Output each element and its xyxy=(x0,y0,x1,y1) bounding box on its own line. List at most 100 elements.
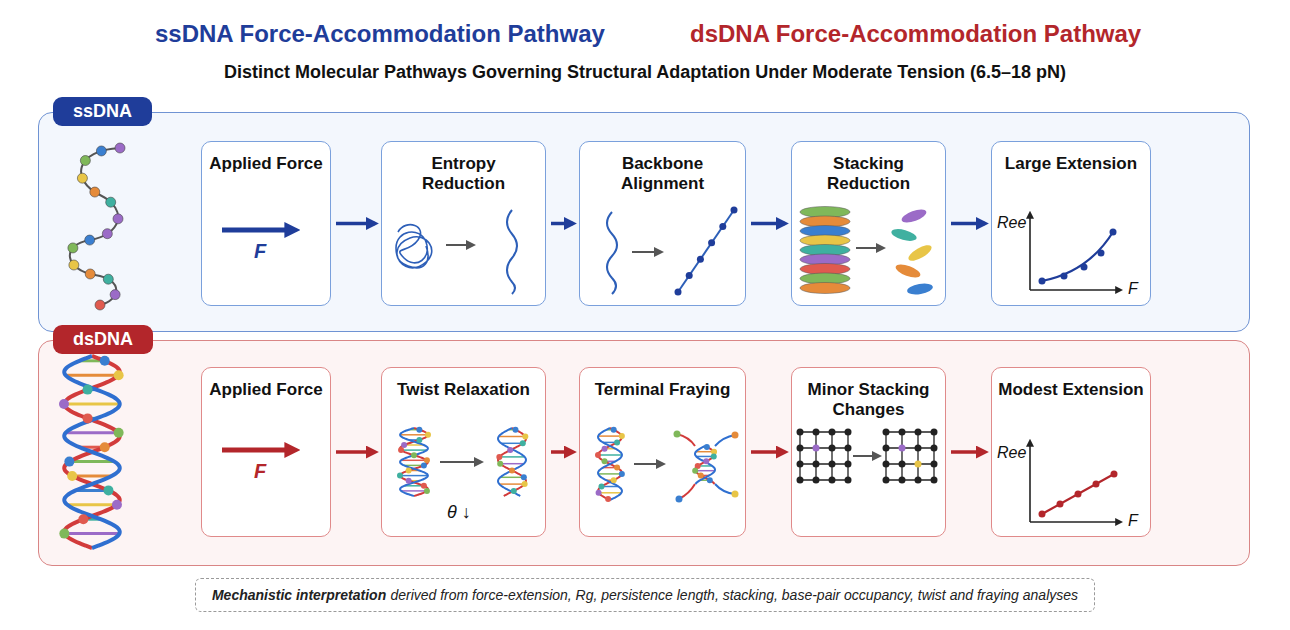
interpretation-note: Mechanistic interpretationderived from f… xyxy=(195,578,1095,612)
ssdna-strand xyxy=(102,229,112,239)
twist-figure xyxy=(499,456,524,458)
flow-arrow xyxy=(336,450,375,454)
backbone-alignment-figure xyxy=(607,207,738,296)
ssdna-strand xyxy=(68,143,125,310)
stacking-grid xyxy=(797,445,804,452)
extension-plot xyxy=(1061,273,1068,280)
twist-figure xyxy=(416,427,422,433)
fraying-figure xyxy=(598,473,622,475)
fraying-figure xyxy=(619,471,625,477)
dsdna-helix xyxy=(59,529,69,539)
twist-figure xyxy=(424,457,430,463)
stacking-grid xyxy=(797,477,804,484)
box-title: Applied Force xyxy=(208,380,324,400)
ssdna-strand xyxy=(70,148,120,305)
panel-tab: dsDNA xyxy=(53,325,153,354)
dsdna-helix xyxy=(65,374,118,377)
box-title: Twist Relaxation xyxy=(388,380,539,400)
stacking-grid xyxy=(815,432,816,480)
twist-figure xyxy=(520,440,526,446)
ssdna-strand xyxy=(80,156,90,166)
backbone-alignment-figure xyxy=(675,207,738,296)
backbone-alignment-figure xyxy=(731,207,738,214)
twist-figure xyxy=(521,474,527,480)
extension-plot xyxy=(1042,474,1114,514)
stacking-grid xyxy=(800,447,848,448)
fraying-figure xyxy=(599,492,622,494)
backbone-alignment-figure xyxy=(719,223,726,230)
fraying-figure xyxy=(634,463,662,465)
fraying-figure xyxy=(732,432,739,439)
stacking-grid xyxy=(797,461,804,468)
extension-plot xyxy=(1029,214,1031,290)
ssdna-strand xyxy=(85,269,95,279)
stacking-figure xyxy=(906,242,934,264)
stacking-grid xyxy=(886,479,934,480)
fraying-figure xyxy=(598,428,622,500)
twist-figure xyxy=(498,428,526,496)
twist-figure xyxy=(400,475,428,477)
stacking-grid xyxy=(797,429,852,484)
stacking-grid xyxy=(829,461,836,468)
stacking-grid xyxy=(899,461,906,468)
stacking-grid xyxy=(883,477,890,484)
ssdna-strand xyxy=(77,173,87,183)
process-box: Minor Stacking Changes xyxy=(791,367,946,537)
stacking-grid xyxy=(829,477,836,484)
pathway-panel: dsDNAApplied ForceTwist RelaxationTermin… xyxy=(38,340,1250,566)
dsdna-helix xyxy=(67,503,117,506)
twist-figure xyxy=(421,462,427,468)
dsdna-helix xyxy=(65,431,118,434)
extension-plot xyxy=(1030,521,1120,523)
box-title: Applied Force xyxy=(208,154,324,174)
flow-arrow xyxy=(551,450,573,454)
fraying-figure xyxy=(676,496,683,503)
twist-figure xyxy=(500,463,524,465)
stacking-grid xyxy=(899,477,906,484)
dsdna-helix xyxy=(112,500,122,510)
extension-plot xyxy=(1057,501,1064,508)
stacking-grid xyxy=(845,429,852,436)
fraying-figure xyxy=(692,468,698,474)
twist-figure xyxy=(501,443,523,445)
entropy-coil xyxy=(396,210,517,294)
force-arrow xyxy=(222,448,294,453)
entropy-coil xyxy=(396,225,432,268)
twist-figure xyxy=(498,428,526,496)
flow-arrow xyxy=(751,450,785,454)
fraying-figure xyxy=(707,477,713,483)
twist-figure xyxy=(424,488,430,494)
fraying-figure xyxy=(698,472,704,478)
fraying-figure xyxy=(595,427,625,502)
twist-figure xyxy=(440,461,480,463)
backbone-alignment-figure xyxy=(686,272,693,279)
stacking-figure xyxy=(800,207,850,294)
process-box: Entropy Reduction xyxy=(381,141,546,306)
flow-arrow xyxy=(751,222,785,226)
extension-plot xyxy=(1039,278,1046,285)
twist-figure xyxy=(400,434,428,436)
stacking-figure xyxy=(800,283,850,294)
pathway-heading: ssDNA Force-Accommodation Pathway xyxy=(155,20,605,48)
twist-figure xyxy=(401,460,427,462)
ssdna-strand xyxy=(103,274,113,284)
extension-plot xyxy=(1081,264,1088,271)
backbone-alignment-figure xyxy=(708,239,715,246)
dsdna-helix xyxy=(114,370,124,380)
stacking-figure xyxy=(894,262,922,280)
stacking-grid xyxy=(917,432,918,480)
twist-figure xyxy=(401,490,427,492)
stacking-grid xyxy=(883,445,890,452)
twist-figure xyxy=(400,428,428,496)
stacking-grid xyxy=(800,479,848,480)
twist-figure xyxy=(400,428,428,496)
extension-plot xyxy=(1098,250,1105,257)
extension-plot xyxy=(1030,214,1120,522)
dsdna-helix xyxy=(78,514,88,524)
ssdna-strand xyxy=(96,146,106,156)
backbone-alignment-figure xyxy=(675,289,682,296)
flow-arrow xyxy=(551,222,573,226)
ssdna-strand xyxy=(69,260,79,270)
twist-figure xyxy=(499,436,526,438)
